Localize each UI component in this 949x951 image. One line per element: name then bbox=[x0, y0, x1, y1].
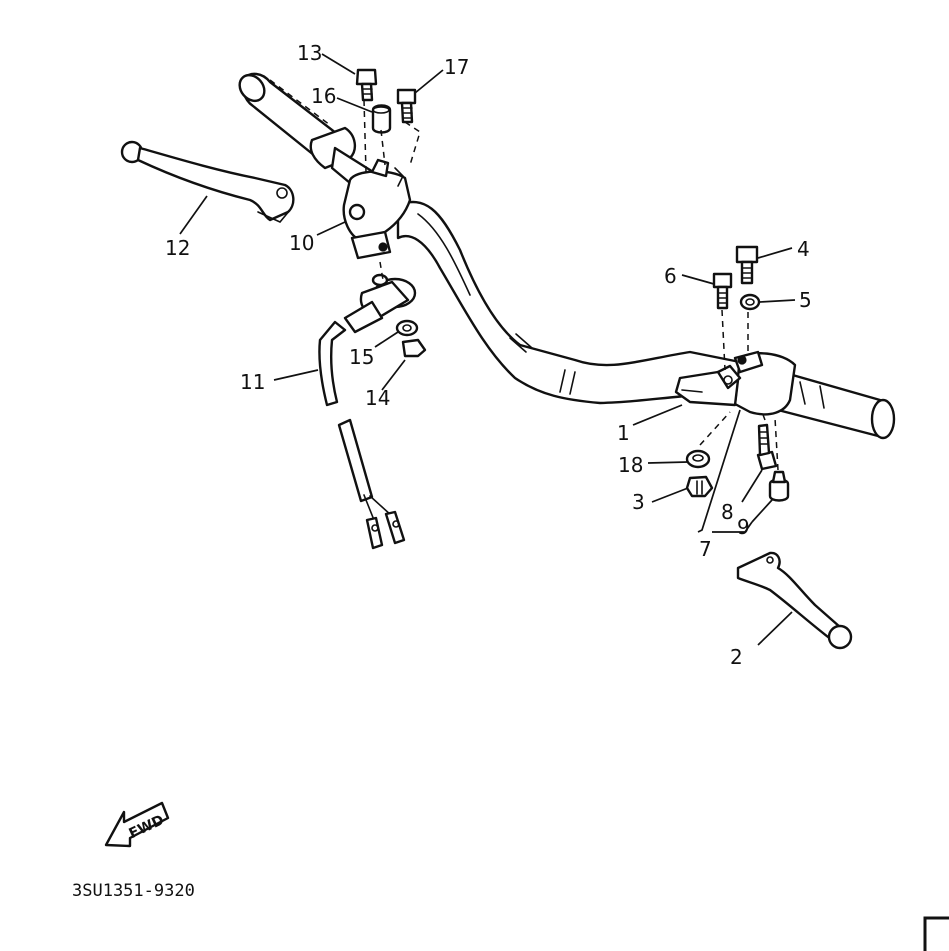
callout-7: 7 bbox=[699, 537, 712, 561]
callout-18: 18 bbox=[618, 453, 643, 477]
corner-mark bbox=[923, 916, 949, 951]
handlebar bbox=[396, 200, 896, 440]
assembly-guides-right bbox=[699, 309, 779, 471]
callout-9: 9 bbox=[737, 515, 750, 539]
right-fasteners bbox=[685, 245, 790, 502]
callout-14: 14 bbox=[365, 386, 390, 410]
callout-12: 12 bbox=[165, 236, 190, 260]
assembly-guides-left bbox=[269, 79, 421, 281]
callout-5: 5 bbox=[799, 288, 812, 312]
callout-15: 15 bbox=[349, 345, 374, 369]
clutch-lever-left bbox=[120, 140, 295, 223]
callout-11: 11 bbox=[240, 370, 265, 394]
callout-10: 10 bbox=[289, 231, 314, 255]
callout-6: 6 bbox=[664, 264, 677, 288]
callout-16: 16 bbox=[311, 84, 336, 108]
callout-8: 8 bbox=[721, 500, 734, 524]
left-switch-clamp bbox=[342, 158, 412, 260]
forward-direction-arrow: FWD bbox=[104, 801, 170, 848]
right-lever-holder bbox=[674, 350, 797, 416]
callout-4: 4 bbox=[797, 237, 810, 261]
callout-2: 2 bbox=[730, 645, 743, 669]
brake-lever-right bbox=[736, 551, 853, 650]
callout-17: 17 bbox=[444, 55, 469, 79]
callout-3: 3 bbox=[632, 490, 645, 514]
callout-13: 13 bbox=[297, 41, 322, 65]
callout-labels: 1 2 3 4 5 6 7 8 9 10 11 12 13 14 15 16 1… bbox=[165, 41, 812, 669]
drawing-number: 3SU1351-9320 bbox=[72, 881, 195, 901]
clutch-switch-cable bbox=[318, 273, 417, 550]
callout-1: 1 bbox=[617, 421, 630, 445]
leader-lines bbox=[179, 53, 796, 646]
left-fasteners bbox=[355, 68, 427, 358]
